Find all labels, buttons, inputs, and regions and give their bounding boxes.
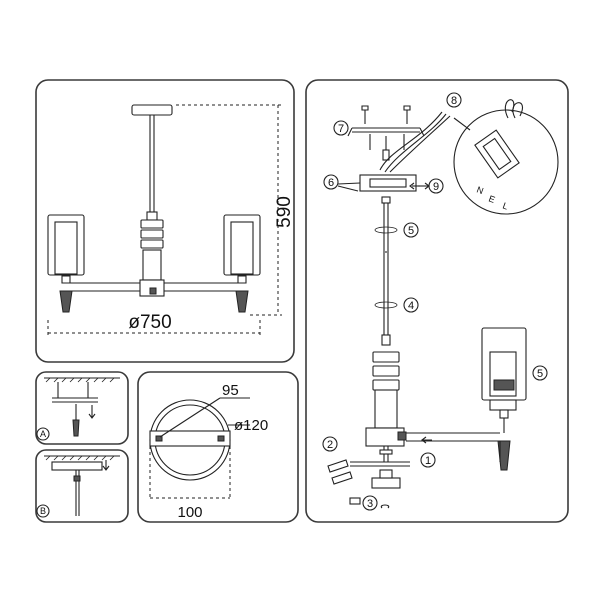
- plate-width-label: 95: [222, 382, 239, 399]
- step-1-label: 1: [425, 455, 431, 467]
- plate-length-label: 100: [177, 504, 202, 521]
- panel-b-label: B: [40, 506, 46, 516]
- panel-installation: [305, 79, 569, 523]
- step-4-label: 4: [408, 300, 414, 312]
- step-5-shade-label: 5: [537, 368, 543, 380]
- panel-mounting-plate: [137, 371, 299, 523]
- width-dimension-label: ø750: [128, 312, 171, 333]
- panel-overview: [35, 79, 295, 363]
- plate-diameter-label: ø120: [234, 417, 268, 434]
- step-6-label: 6: [328, 177, 334, 189]
- wire-label-e: E: [487, 193, 496, 204]
- step-8-label: 8: [451, 95, 457, 107]
- step-7-label: 7: [338, 123, 344, 135]
- step-9-label: 9: [433, 181, 439, 193]
- step-5-label: 5: [408, 225, 414, 237]
- wire-label-n: N: [475, 184, 485, 196]
- panel-b: [35, 449, 129, 523]
- panel-a-label: A: [40, 429, 46, 439]
- step-2-label: 2: [327, 439, 333, 451]
- height-dimension-label: 590: [274, 196, 295, 228]
- step-3-label: 3: [367, 498, 373, 510]
- panel-a: [35, 371, 129, 445]
- wire-label-l: L: [501, 200, 509, 211]
